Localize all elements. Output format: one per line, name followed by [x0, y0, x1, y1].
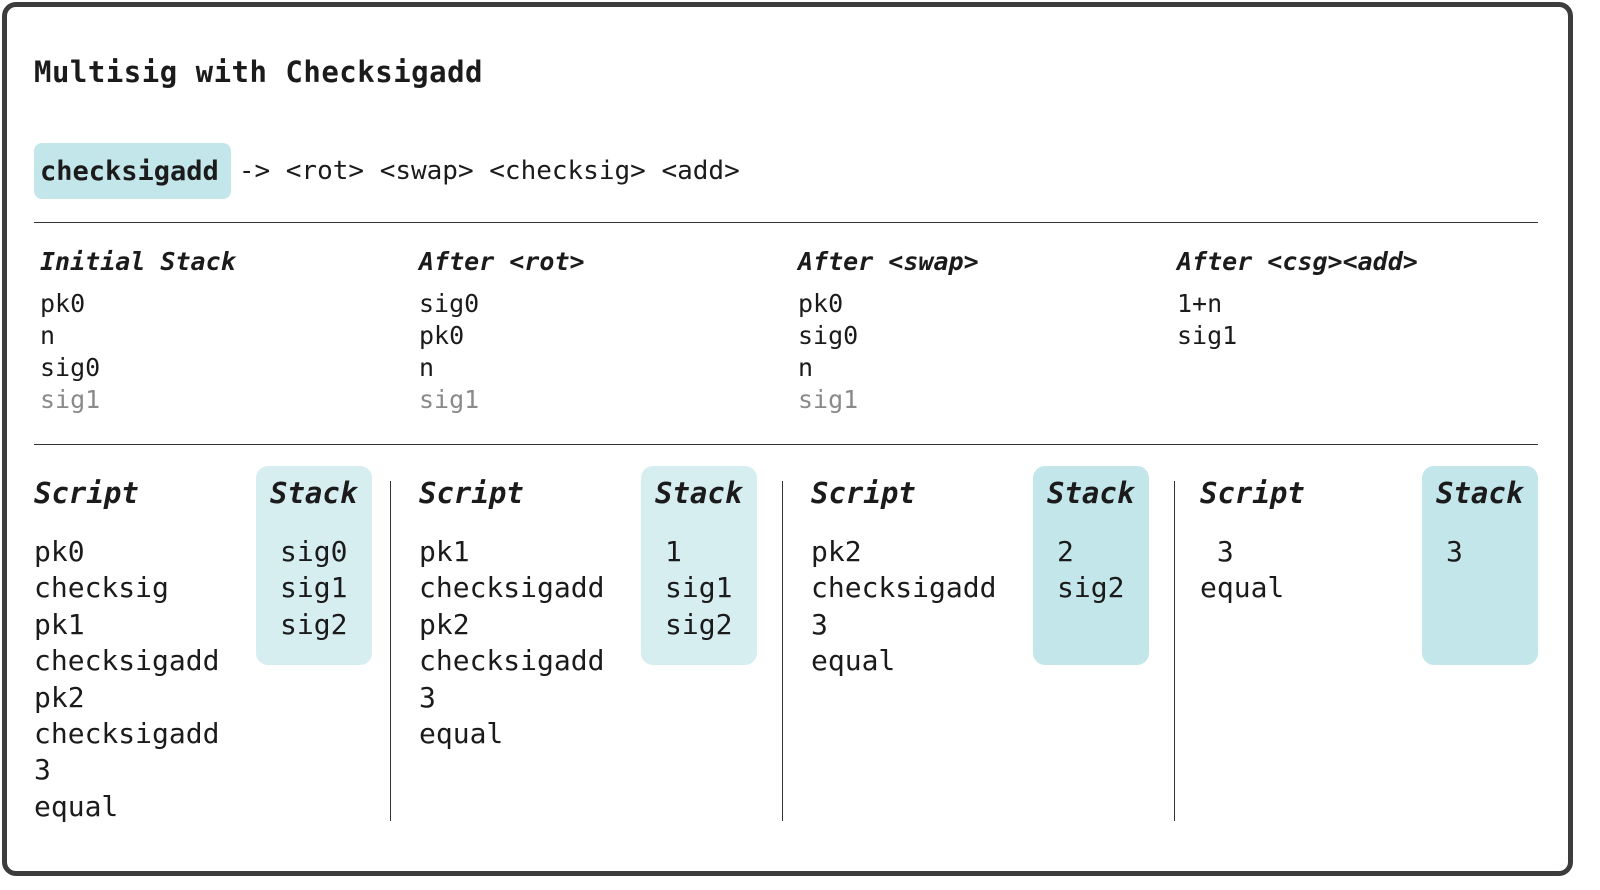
stack-list: sig0 sig1 sig2 — [270, 534, 357, 643]
trace-item: sig0 — [40, 353, 101, 382]
stack-item: sig1 — [280, 571, 348, 605]
trace-item: sig0 — [419, 289, 480, 318]
trace-heading: After <swap> — [798, 247, 979, 276]
script-heading: Script — [419, 476, 524, 510]
script-list: pk0 checksig pk1 checksigadd pk2 checksi… — [34, 534, 219, 825]
script-item: 3 — [34, 753, 51, 787]
script-list: 3 equal — [1200, 534, 1305, 607]
trace-item-dimmed: sig1 — [419, 385, 480, 414]
trace-item: 1+n — [1177, 289, 1223, 318]
trace-column-after-csg-add: After <csg><add> 1+n sig1 — [1177, 244, 1418, 352]
stack-list: 1 sig1 sig2 — [655, 534, 742, 643]
trace-heading: After <rot> — [419, 247, 585, 276]
script-heading: Script — [1200, 476, 1305, 510]
script-item: pk1 — [419, 535, 470, 568]
script-item: equal — [34, 789, 119, 823]
script-item: 3 — [1200, 535, 1234, 568]
step-4-stack: Stack 3 — [1436, 470, 1523, 570]
stack-item: 1 — [665, 535, 682, 568]
step-2-stack: Stack 1 sig1 sig2 — [655, 470, 742, 643]
stack-item: sig0 — [280, 535, 348, 568]
step-separator — [1174, 481, 1175, 821]
trace-heading: After <csg><add> — [1177, 247, 1418, 276]
script-item: checksigadd — [34, 716, 220, 750]
trace-item: sig0 — [798, 321, 859, 350]
script-item: checksigadd — [419, 571, 605, 605]
script-list: pk2 checksigadd 3 equal — [811, 534, 996, 680]
stack-item: sig1 — [665, 571, 733, 605]
stack-highlight — [1422, 466, 1538, 665]
diagram-frame — [2, 2, 1573, 876]
trace-item: sig1 — [1177, 321, 1238, 350]
diagram-title: Multisig with Checksigadd — [34, 55, 483, 89]
step-2-script: Script pk1 checksigadd pk2 checksigadd 3… — [419, 470, 604, 752]
trace-list: 1+n sig1 — [1177, 288, 1418, 352]
script-item: 3 — [419, 680, 436, 714]
script-item: pk2 — [811, 535, 862, 568]
trace-item-dimmed: sig1 — [40, 385, 101, 414]
stack-highlight — [641, 466, 757, 665]
opcode-expansion: -> <rot> <swap> <checksig> <add> — [238, 156, 740, 186]
trace-list: sig0 pk0 n sig1 — [419, 288, 585, 416]
step-1-script: Script pk0 checksig pk1 checksigadd pk2 … — [34, 470, 219, 825]
divider-top — [34, 222, 1538, 223]
trace-column-initial: Initial Stack pk0 n sig0 sig1 — [40, 244, 236, 416]
script-item: pk0 — [34, 535, 85, 568]
stack-list: 3 — [1436, 534, 1523, 570]
divider-middle — [34, 444, 1538, 445]
opcode-chip: checksigadd — [34, 143, 231, 199]
stack-item: sig2 — [1057, 571, 1125, 605]
script-item: equal — [419, 716, 504, 750]
script-item: pk1 — [34, 607, 85, 641]
trace-list: pk0 sig0 n sig1 — [798, 288, 979, 416]
opcode-definition: checksigadd -> <rot> <swap> <checksig> <… — [34, 143, 740, 199]
stack-heading: Stack — [270, 476, 358, 510]
stack-item: sig2 — [280, 607, 348, 641]
script-item: pk2 — [419, 607, 470, 641]
trace-item: n — [798, 353, 814, 382]
step-separator — [390, 481, 391, 821]
trace-list: pk0 n sig0 sig1 — [40, 288, 236, 416]
script-item: equal — [1200, 571, 1285, 605]
stack-highlight — [1033, 466, 1149, 665]
script-list: pk1 checksigadd pk2 checksigadd 3 equal — [419, 534, 604, 752]
stack-list: 2 sig2 — [1047, 534, 1134, 607]
trace-item: pk0 — [40, 289, 86, 318]
step-1-stack: Stack sig0 sig1 sig2 — [270, 470, 357, 643]
trace-item: n — [40, 321, 56, 350]
script-item: 3 — [811, 607, 828, 641]
trace-item-dimmed: sig1 — [798, 385, 859, 414]
trace-item: pk0 — [419, 321, 465, 350]
trace-item: n — [419, 353, 435, 382]
script-item: equal — [811, 644, 896, 678]
stack-heading: Stack — [1436, 476, 1524, 510]
script-heading: Script — [34, 476, 139, 510]
script-item: checksigadd — [34, 644, 220, 678]
stack-item: sig2 — [665, 607, 733, 641]
trace-column-after-rot: After <rot> sig0 pk0 n sig1 — [419, 244, 585, 416]
stack-item: 3 — [1446, 535, 1463, 568]
script-item: pk2 — [34, 680, 85, 714]
step-3-stack: Stack 2 sig2 — [1047, 470, 1134, 607]
trace-column-after-swap: After <swap> pk0 sig0 n sig1 — [798, 244, 979, 416]
script-item: checksig — [34, 571, 169, 605]
stack-highlight — [256, 466, 372, 665]
script-item: checksigadd — [811, 571, 997, 605]
trace-item: pk0 — [798, 289, 844, 318]
trace-heading: Initial Stack — [40, 247, 236, 276]
step-separator — [782, 481, 783, 821]
step-4-script: Script 3 equal — [1200, 470, 1305, 607]
script-item: checksigadd — [419, 644, 605, 678]
step-3-script: Script pk2 checksigadd 3 equal — [811, 470, 996, 680]
script-heading: Script — [811, 476, 916, 510]
stack-heading: Stack — [1047, 476, 1135, 510]
stack-item: 2 — [1057, 535, 1074, 568]
stack-heading: Stack — [655, 476, 743, 510]
